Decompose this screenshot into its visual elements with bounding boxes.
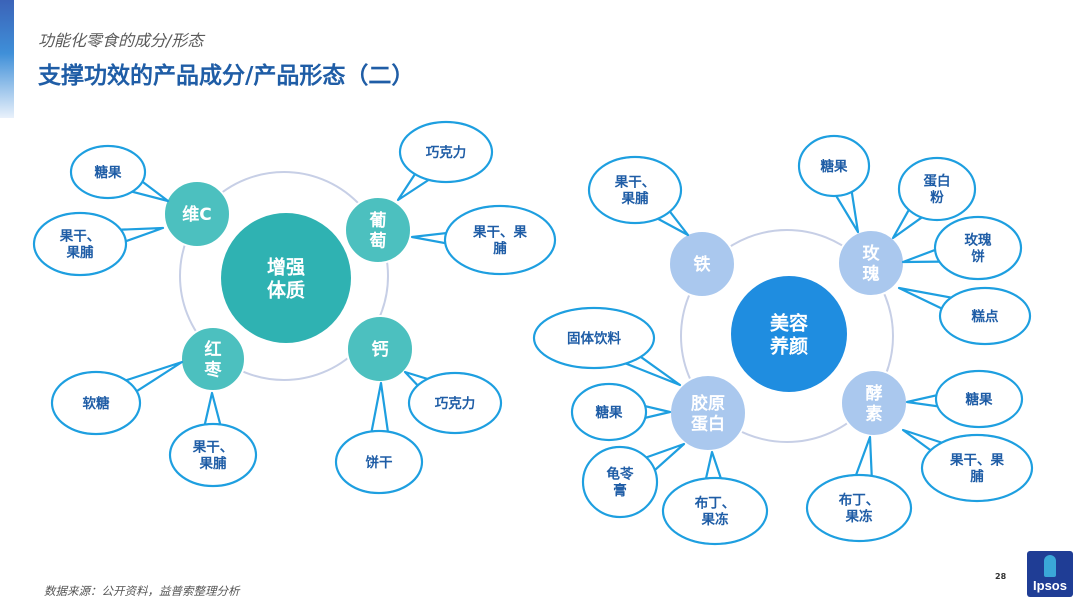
bubble-fill (401, 123, 491, 181)
left-center-node (221, 213, 351, 343)
page-title: 支撑功效的产品成分/产品形态（二） (38, 63, 415, 89)
form-bubble-r-protein: 蛋白粉 (891, 156, 977, 240)
ingredient-node-iron (668, 230, 736, 298)
form-bubble-r-pudding2: 布丁、果冻 (805, 435, 913, 543)
right-center-label: 美容养颜 (769, 311, 808, 357)
form-bubble-r-jelly1: 龟苓膏 (581, 442, 686, 519)
bubble-fill (800, 137, 868, 195)
bubble-label: 果干、果脯 (615, 175, 656, 207)
bubble-fill (35, 214, 125, 274)
form-bubble-r-candy3: 糖果 (905, 369, 1024, 429)
form-bubble-l-candy: 糖果 (69, 144, 170, 203)
bubble-fill (446, 207, 554, 273)
form-bubble-l-dried3: 果干、果脯 (168, 391, 258, 488)
left-orbit-ring (179, 171, 389, 381)
bubble-label: 巧克力 (426, 144, 467, 161)
bubble-fill (53, 373, 139, 433)
ingredient-label-jujube: 红枣 (204, 339, 223, 381)
bubble-label: 玫瑰饼 (965, 232, 993, 265)
ingredient-node-grape (344, 196, 412, 264)
bubble-fill (72, 147, 144, 197)
left-center-label: 增强体质 (267, 255, 305, 301)
bubble-fill (936, 218, 1020, 278)
ingredient-label-collagen: 胶原蛋白 (691, 393, 725, 435)
bubble-tail (369, 381, 390, 437)
ingredient-label-rose: 玫瑰 (863, 243, 881, 285)
bubble-label: 糖果 (596, 404, 624, 421)
form-bubble-r-dried1: 果干、果脯 (587, 155, 690, 237)
bubble-fill (808, 476, 910, 540)
bubble-label: 布丁、果冻 (695, 495, 736, 528)
form-bubble-l-biscuit: 饼干 (334, 381, 424, 495)
bubble-fill (923, 436, 1031, 500)
form-bubble-r-dried2: 果干、果脯 (901, 428, 1034, 503)
bubble-fill (535, 309, 653, 367)
bubble-fill (590, 158, 680, 222)
right-orbit-ring (680, 229, 894, 443)
logo-text: Ipsos (1033, 578, 1067, 593)
bubble-label: 糕点 (971, 308, 1000, 325)
form-bubble-r-candy2: 糖果 (570, 382, 672, 442)
form-bubble-r-pudding1: 布丁、果冻 (661, 450, 769, 546)
bubble-label: 糖果 (821, 158, 849, 175)
ingredient-label-iron: 铁 (694, 254, 711, 275)
ingredient-node-vc (163, 180, 231, 248)
ingredient-label-enzyme: 酵素 (866, 383, 883, 425)
bubble-label: 蛋白粉 (924, 173, 951, 206)
form-bubble-r-candy1: 糖果 (797, 134, 871, 234)
form-bubble-l-choc1: 巧克力 (396, 120, 494, 202)
bubble-label: 巧克力 (435, 395, 476, 412)
bubble-tail (833, 185, 860, 234)
bubble-label: 果干、果脯 (193, 440, 234, 472)
ingredient-node-calcium (346, 315, 414, 383)
bubble-label: 布丁、果冻 (839, 492, 880, 525)
bubble-label: 饼干 (366, 454, 393, 471)
page-subtitle: 功能化零食的成分/形态 (38, 31, 204, 50)
bubble-label: 糖果 (966, 391, 994, 408)
form-bubble-r-pastry: 糕点 (897, 286, 1032, 346)
form-bubble-l-gummy: 软糖 (50, 360, 184, 436)
logo-mark-icon (1044, 555, 1056, 577)
ipsos-logo: Ipsos (1027, 551, 1073, 597)
bubble-tail (703, 450, 724, 485)
ingredient-label-vc: 维C (182, 204, 211, 225)
ingredient-label-grape: 葡萄 (369, 211, 387, 252)
bubble-fill (171, 425, 255, 485)
bubble-fill (584, 448, 656, 516)
form-bubble-l-choc2: 巧克力 (403, 370, 503, 435)
bubble-label: 固体饮料 (567, 330, 621, 347)
ingredient-node-jujube (180, 326, 246, 392)
accent-bar (0, 0, 14, 118)
form-bubble-r-rosecake: 玫瑰饼 (901, 215, 1023, 281)
ingredient-label-calcium: 钙 (372, 339, 389, 360)
form-bubble-r-drink: 固体饮料 (532, 306, 682, 387)
bubble-label: 果干、果脯 (473, 225, 527, 257)
bubble-fill (337, 432, 421, 492)
bubble-fill (573, 385, 645, 439)
bubble-label: 果干、果脯 (950, 453, 1004, 485)
bubble-fill (900, 159, 974, 219)
bubble-label: 软糖 (83, 395, 110, 412)
bubble-label: 果干、果脯 (60, 229, 101, 261)
bubble-fill (410, 374, 500, 432)
form-bubble-l-dried2: 果干、果脯 (410, 204, 557, 276)
form-bubble-l-dried1: 果干、果脯 (32, 211, 165, 277)
bubble-tail (853, 435, 874, 483)
bubble-fill (941, 289, 1029, 343)
page-number: 28 (995, 572, 1007, 581)
bubble-label: 龟苓膏 (607, 466, 635, 499)
data-source-note: 数据来源：公开资料，益普索整理分析 (44, 584, 240, 598)
bubble-tail (202, 391, 223, 430)
bubble-fill (937, 372, 1021, 426)
right-center-node (731, 276, 847, 392)
bubble-label: 糖果 (95, 164, 122, 181)
bubble-fill (664, 479, 766, 543)
